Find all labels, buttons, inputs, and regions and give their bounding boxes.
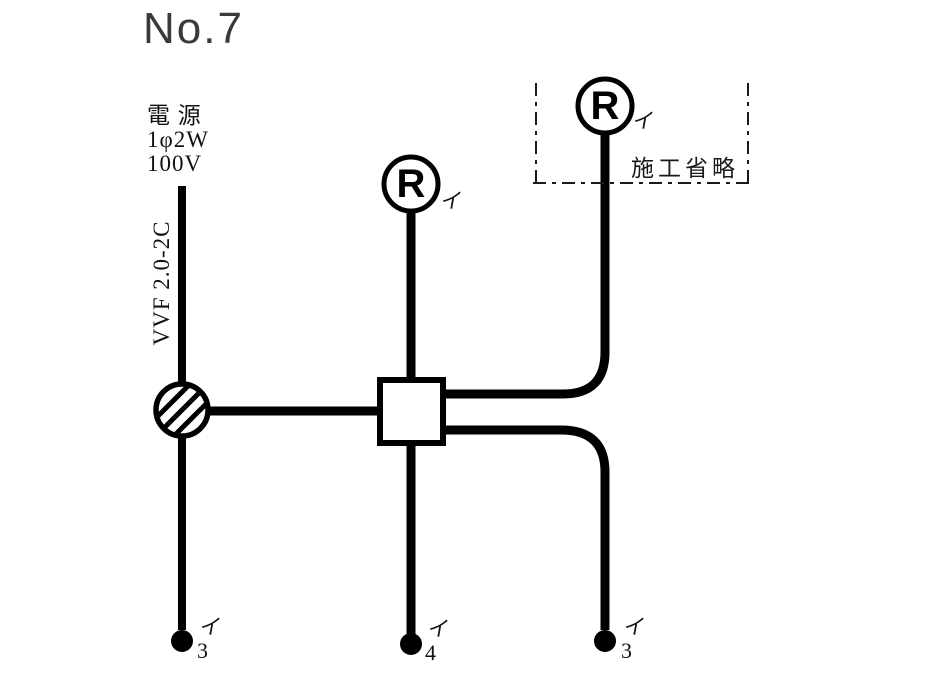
power-source-phase: 1φ2W bbox=[147, 127, 209, 152]
power-source-name: 電 源 bbox=[147, 103, 202, 128]
terminal-dot-left bbox=[171, 630, 193, 652]
outlet-box-icon bbox=[377, 377, 446, 446]
lamp-receptacle-topright-icon bbox=[575, 76, 635, 136]
wire-box-to-right-terminal bbox=[443, 425, 610, 630]
terminal-middle-branch: イ bbox=[425, 617, 452, 641]
terminal-label-left: イ 3 bbox=[197, 615, 224, 663]
terminal-label-right: イ 3 bbox=[621, 615, 648, 663]
lamp-topright-symbol: R bbox=[590, 83, 620, 128]
terminal-left-count: 3 bbox=[197, 638, 208, 663]
power-source-label: 電 源 1φ2W 100V bbox=[147, 104, 209, 176]
lamp-middle-symbol: R bbox=[396, 161, 426, 206]
lamp-topright-branch-label: イ bbox=[630, 109, 657, 133]
wire-box-to-topright-lamp bbox=[443, 133, 610, 399]
page-title: No.7 bbox=[143, 4, 244, 53]
cable-label: VVF 2.0-2C bbox=[149, 220, 174, 346]
lamp-receptacle-middle-icon bbox=[381, 154, 441, 214]
terminal-dot-middle bbox=[400, 633, 422, 655]
terminal-right-branch: イ bbox=[621, 615, 648, 639]
joint-box-hatching bbox=[158, 386, 206, 434]
terminal-label-middle: イ 4 bbox=[425, 617, 452, 665]
terminal-left-branch: イ bbox=[197, 615, 224, 639]
terminal-dot-right bbox=[594, 630, 616, 652]
terminal-middle-count: 4 bbox=[425, 640, 436, 665]
terminal-right-count: 3 bbox=[621, 638, 632, 663]
omission-label: 施工省略 bbox=[631, 156, 739, 181]
lamp-middle-branch-label: イ bbox=[438, 189, 465, 213]
power-source-voltage: 100V bbox=[147, 151, 203, 176]
